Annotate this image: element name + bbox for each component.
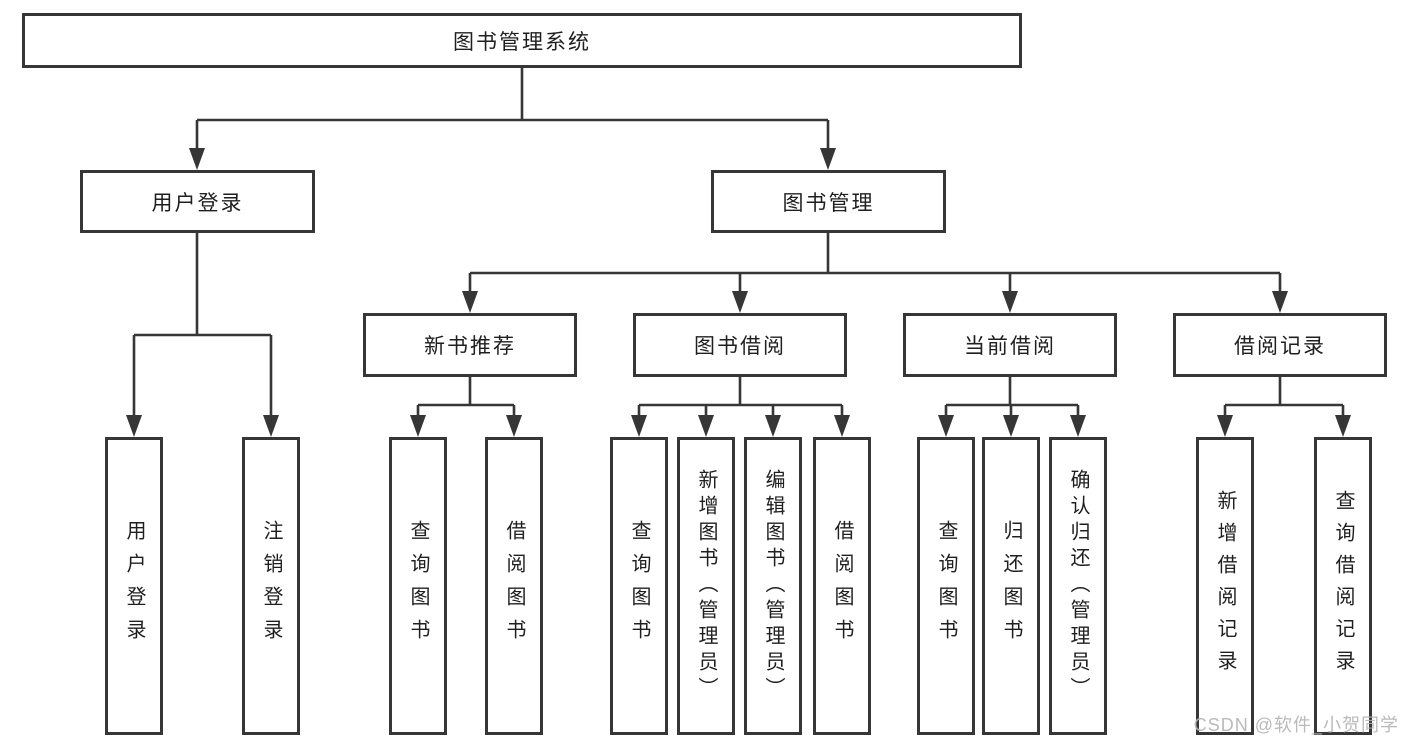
leaf-label: 注销登录 xyxy=(260,520,282,652)
leaf-label: 查询图书 xyxy=(935,520,957,652)
leaf-label: 查询图书 xyxy=(628,520,650,652)
leaf-query-borrow-record: 查询借阅记录 xyxy=(1314,437,1372,735)
node-label: 图书管理系统 xyxy=(453,30,591,54)
leaf-label: 归还图书 xyxy=(1000,520,1022,652)
leaf-label: 新增借阅记录 xyxy=(1214,490,1236,682)
node-book-borrowing: 图书借阅 xyxy=(633,313,847,377)
leaf-label: 确认归还（管理员） xyxy=(1067,469,1089,703)
leaf-add-borrow-record: 新增借阅记录 xyxy=(1196,437,1254,735)
node-label: 新书推荐 xyxy=(424,335,516,358)
node-label: 图书管理 xyxy=(782,191,875,215)
leaf-confirm-return-admin: 确认归还（管理员） xyxy=(1049,437,1107,735)
leaf-borrow-books: 借阅图书 xyxy=(813,437,871,735)
leaf-logout: 注销登录 xyxy=(242,437,300,735)
csdn-watermark: CSDN @软件_小贺同学 xyxy=(1193,715,1399,735)
node-book-management: 图书管理 xyxy=(711,170,946,233)
leaf-label: 查询借阅记录 xyxy=(1332,490,1354,682)
leaf-borrow-books-recommend: 借阅图书 xyxy=(485,437,543,735)
node-user-login: 用户登录 xyxy=(80,170,315,233)
leaf-add-books-admin: 新增图书（管理员） xyxy=(677,437,735,735)
node-label: 借阅记录 xyxy=(1234,335,1326,358)
leaf-label: 借阅图书 xyxy=(503,520,525,652)
leaf-label: 借阅图书 xyxy=(831,520,853,652)
node-borrowing-records: 借阅记录 xyxy=(1173,313,1387,377)
node-new-book-recommendation: 新书推荐 xyxy=(363,313,577,377)
leaf-user-login: 用户登录 xyxy=(105,437,163,735)
leaf-label: 查询图书 xyxy=(407,520,429,652)
node-label: 当前借阅 xyxy=(964,335,1056,358)
leaf-label: 编辑图书（管理员） xyxy=(762,469,784,703)
leaf-edit-books-admin: 编辑图书（管理员） xyxy=(744,437,802,735)
node-label: 用户登录 xyxy=(151,191,244,215)
leaf-query-books-borrow: 查询图书 xyxy=(610,437,668,735)
arrowheads xyxy=(126,148,1351,437)
node-label: 图书借阅 xyxy=(694,335,786,358)
leaf-query-books-current: 查询图书 xyxy=(917,437,975,735)
node-current-borrowing: 当前借阅 xyxy=(903,313,1117,377)
leaf-query-books-recommend: 查询图书 xyxy=(389,437,447,735)
leaf-label: 用户登录 xyxy=(123,520,145,652)
node-library-system: 图书管理系统 xyxy=(22,13,1022,68)
leaf-return-books: 归还图书 xyxy=(982,437,1040,735)
leaf-label: 新增图书（管理员） xyxy=(695,469,717,703)
